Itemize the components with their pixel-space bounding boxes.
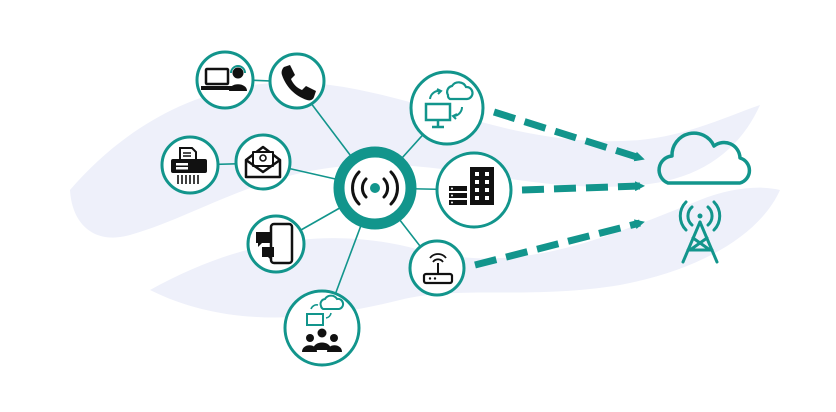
- broadcast-signal-icon: [351, 170, 399, 206]
- node-email: [234, 133, 292, 191]
- hub-node: [333, 146, 417, 230]
- arrow-to-tower: [474, 219, 645, 269]
- wifi-router-icon: [422, 253, 454, 285]
- team-cloud-sync-icon: [302, 294, 345, 352]
- node-router: [408, 239, 466, 297]
- telephone-handset-icon: [281, 65, 316, 101]
- smartphone-chat-icon: [256, 222, 294, 265]
- arrow-to-cloud-upper: [492, 108, 645, 162]
- laptop-headset-agent-icon: [201, 65, 247, 91]
- server-building-icon: [449, 167, 494, 205]
- node-team-cloud: [283, 289, 361, 367]
- node-support-agent: [195, 50, 255, 110]
- node-phone: [268, 52, 326, 110]
- background-wave: [150, 187, 780, 318]
- email-envelope-icon: [244, 145, 282, 179]
- node-datacenter: [435, 151, 513, 229]
- node-cloud-sync: [409, 70, 485, 146]
- monitor-cloud-sync-icon: [424, 81, 474, 129]
- node-mobile-chat: [246, 214, 306, 274]
- fax-machine-icon: [171, 147, 207, 184]
- cell-tower-icon: [678, 200, 722, 264]
- node-fax: [160, 135, 220, 195]
- cloud-icon: [657, 131, 752, 185]
- background-wave: [70, 82, 760, 238]
- arrow-to-cloud-middle: [521, 181, 645, 194]
- dashed-arrows: [474, 108, 645, 269]
